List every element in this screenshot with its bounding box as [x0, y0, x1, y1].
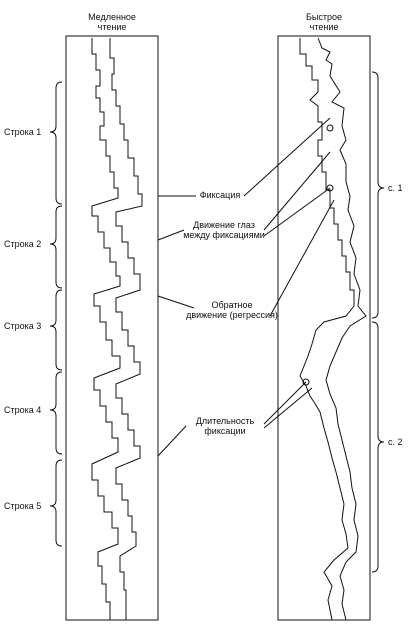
brace-page-2 [371, 321, 385, 573]
slow-trace-inner [109, 38, 143, 620]
slow-reading-title-line2: чтение [97, 22, 127, 32]
brace-row-4 [49, 371, 63, 455]
fast-reading-frame [277, 35, 371, 621]
brace-row-2 [49, 205, 63, 289]
slow-reading-frame [65, 35, 159, 621]
callout-saccade: Движение глаз между фиксациями [180, 220, 268, 240]
fast-trace-outer [299, 38, 355, 621]
page-label-1: с. 1 [388, 183, 403, 193]
brace-page-1 [371, 71, 385, 319]
slow-reading-title-line1: Медленное [88, 12, 136, 22]
callout-regression: Обратное движение (регрессия) [186, 300, 278, 320]
callout-fixation: Фиксация [199, 190, 241, 200]
leader-saccade-left [157, 229, 185, 241]
callout-duration-line1: Длительность [195, 416, 255, 426]
callout-regression-line1: Обратное [211, 300, 253, 310]
brace-row-3 [49, 289, 63, 371]
brace-row-5 [49, 459, 63, 547]
fast-trace-inner [317, 37, 367, 621]
row-label-1: Строка 1 [4, 127, 42, 137]
leader-saccade-right-1 [263, 151, 331, 231]
leader-duration-right-1 [263, 381, 307, 425]
slow-trace-outer [91, 38, 121, 620]
leader-saccade-right-2 [263, 187, 331, 237]
leader-duration-right-2 [263, 387, 313, 429]
callout-duration: Длительность фиксации [184, 416, 266, 436]
callout-saccade-line2: между фиксациями [183, 230, 265, 240]
fixation-point-2 [326, 184, 334, 192]
callout-regression-line2: движение (регрессия) [186, 310, 278, 320]
leader-regression-right [269, 199, 335, 317]
row-label-5: Строка 5 [4, 501, 42, 511]
leader-regression-left [157, 295, 195, 309]
fast-reading-title-line1: Быстрое [305, 12, 342, 22]
leader-fixation-right [243, 117, 331, 197]
fast-reading-title: Быстрое чтение [286, 12, 362, 32]
brace-row-1 [49, 81, 63, 205]
leader-duration-left [157, 425, 187, 457]
page-label-2: с. 2 [388, 437, 403, 447]
callout-duration-line2: фиксации [204, 426, 246, 436]
row-label-4: Строка 4 [4, 405, 42, 415]
fast-reading-title-line2: чтение [309, 22, 339, 32]
row-label-2: Строка 2 [4, 239, 42, 249]
fixation-point-1 [326, 124, 334, 132]
slow-reading-title: Медленное чтение [74, 12, 150, 32]
fixation-point-3 [302, 378, 310, 386]
row-label-3: Строка 3 [4, 321, 42, 331]
callout-saccade-line1: Движение глаз [193, 220, 255, 230]
